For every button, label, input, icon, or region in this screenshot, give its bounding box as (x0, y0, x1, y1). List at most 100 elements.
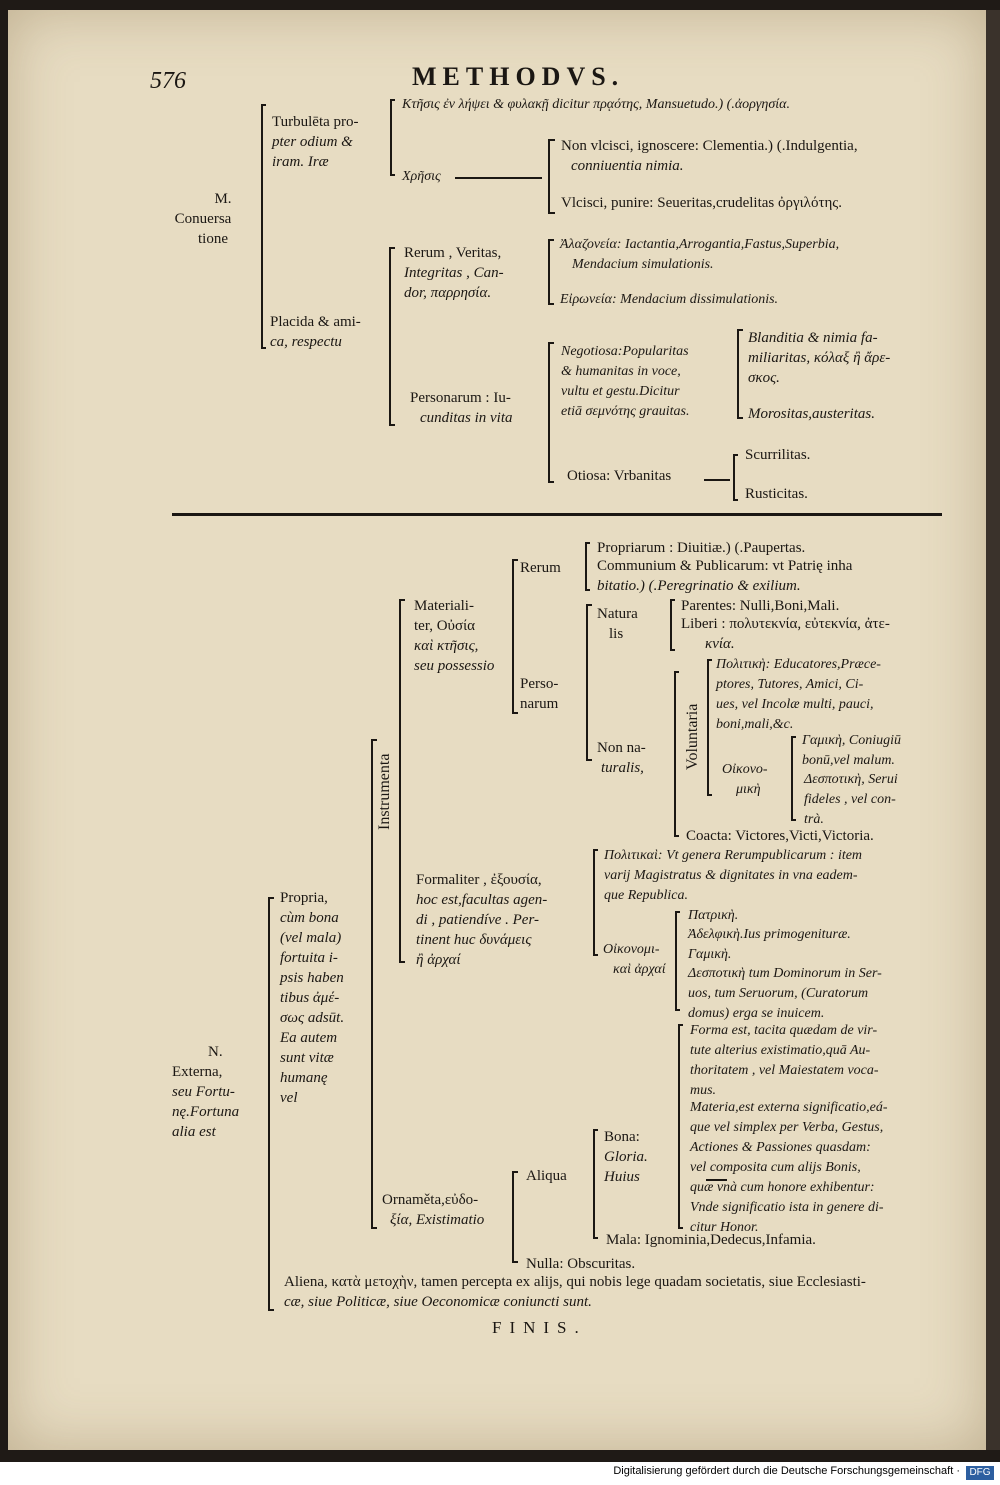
adelphike-node: Ἀδελφικὴ.Ius primogenituræ. (688, 927, 851, 942)
non-ulcisci-node: Non vlcisci, ignoscere: Clementia.) (.In… (561, 136, 858, 176)
text-line: Δεσποτικὴ, Serui (804, 772, 898, 787)
chresis-label: Χρῆσις (402, 169, 441, 184)
text-line: Propria, (280, 890, 328, 906)
text-line: Aliena, κατὰ μετοχὴν, tamen percepta ex … (284, 1274, 866, 1290)
text-line: ues, vel Incolæ multi, pauci, (716, 697, 874, 712)
text-line: vultu et gestu.Dicitur (561, 384, 680, 399)
non-naturalis-node: Non na- turalis, (597, 738, 646, 778)
text-line: Formaliter , ἐξουσία, (416, 872, 542, 888)
aliena-node: Aliena, κατὰ μετοχὴν, tamen percepta ex … (284, 1272, 866, 1312)
gamike2-node: Γαμικὴ. (688, 947, 732, 962)
forma-node: Forma est, tacita quædam de vir- tute al… (690, 1021, 879, 1101)
text-line: Externa, (172, 1064, 223, 1080)
bona-node: Bona: Gloria. Huius (604, 1127, 648, 1187)
text-line: Perso- (520, 676, 559, 692)
text-line: miliaritas, κόλαξ ἢ ἄρε- (748, 350, 891, 366)
materia-node: Materia,est externa significatio,eá- que… (690, 1098, 888, 1238)
text-line: Negotiosa:Popularitas (561, 344, 689, 359)
m-label-line: M. (214, 191, 232, 207)
text-line: ter, Οὐσία (414, 618, 475, 634)
rerum-node-b: Rerum (520, 560, 561, 576)
text-line: dor, παρρησία. (404, 285, 492, 301)
voluntaria-label: Voluntaria (684, 703, 701, 770)
eironeia-node: Εἰρωνεία: Mendacium dissimulationis. (560, 292, 779, 307)
text-line: Communium & Publicarum: vt Patrię inha (597, 558, 853, 574)
text-line: cùm bona (280, 910, 339, 926)
text-line: μικὴ (736, 782, 761, 797)
text-line: Οἰκονομι- (603, 942, 660, 957)
section-divider (172, 513, 942, 516)
text-line: trà. (804, 812, 824, 827)
gamike-node: Γαμικὴ, Coniugiū bonū,vel malum. (802, 731, 901, 771)
text-line: alia est (172, 1124, 216, 1140)
aliqua-node: Aliqua (526, 1168, 567, 1184)
personarum-node-b: Perso- narum (520, 674, 558, 714)
text-line: que vel simplex per Verba, Gestus, (690, 1120, 884, 1135)
text-line: humanę (280, 1070, 328, 1086)
text-line: Γαμικὴ, Coniugiū (802, 733, 902, 748)
text-line: (vel mala) (280, 930, 342, 946)
text-line: Integritas , Can- (404, 265, 504, 281)
text-line: Ea autem (280, 1030, 338, 1046)
text-line: Vnde significatio ista in genere di- (690, 1200, 884, 1215)
text-line: sunt vitæ (280, 1050, 334, 1066)
turbulenta-node: Turbulēta pro- pter odium & iram. Iræ (272, 112, 359, 172)
coacta-node: Coacta: Victores,Victi,Victoria. (686, 828, 874, 844)
text-line: Πολιτικαὶ: Vt genera Rerumpublicarum : i… (604, 848, 863, 863)
text-line: vel composita cum alijs Bonis, (690, 1160, 861, 1175)
text-line: tute alterius existimatio,quā Au- (690, 1043, 871, 1058)
personarum-node: Personarum : Iu- cunditas in vita (410, 388, 513, 428)
alazoneia-node: Ἀλαζονεία: Iactantia,Arrogantia,Fastus,S… (560, 235, 839, 275)
patrike-node: Πατρικὴ. (688, 908, 739, 923)
ornamenta-node: Ornaměta,εὐδο- ξία, Existimatio (382, 1190, 484, 1230)
text-line: σκος. (748, 370, 780, 386)
despotike-node: Δεσποτικὴ, Serui fideles , vel con- trà. (804, 770, 898, 830)
text-line: κνία. (705, 636, 735, 652)
text-line: Non vlcisci, ignoscere: Clementia.) (.In… (561, 138, 858, 154)
propriarum-node: Propriarum : Diuitiæ.) (.Paupertas. (597, 540, 806, 556)
text-line: σως adsūt. (280, 1010, 345, 1026)
scurrilitas-node: Scurrilitas. (745, 447, 811, 463)
text-line: seu possessio (414, 658, 495, 674)
communium-node: Communium & Publicarum: vt Patrię inha b… (597, 556, 852, 596)
text-line: bonū,vel malum. (802, 753, 895, 768)
parentes-node: Parentes: Nulli,Boni,Mali. (681, 598, 840, 614)
negotiosa-node: Negotiosa:Popularitas & humanitas in voc… (561, 342, 689, 422)
m-label-line: tione (198, 231, 228, 247)
text-line: Actiones & Passiones quasdam: (690, 1140, 871, 1155)
section-m-label: M. Conuersa tione (175, 189, 258, 249)
text-line: psis haben (280, 970, 344, 986)
m-label-line: Conuersa (174, 211, 232, 227)
text-line: seu Fortu- (172, 1084, 235, 1100)
text-line: Turbulēta pro- (272, 114, 359, 130)
oikonomike-node: Οἰκονο- μικὴ (722, 760, 768, 800)
text-line: ca, respectu (270, 334, 342, 350)
oikonomikai-node: Οἰκονομι- καὶ ἀρχαί (603, 940, 666, 980)
dfg-logo: DFG (966, 1466, 994, 1480)
book-page (8, 10, 986, 1450)
text-line: cæ, siue Politicæ, siue Oeconomicæ coniu… (284, 1294, 592, 1310)
text-line: Materiali- (414, 598, 474, 614)
page-number: 576 (150, 68, 186, 94)
materialiter-node: Materiali- ter, Οὐσία καὶ κτῆσις, seu po… (414, 596, 494, 676)
text-line: quæ vnà cum honore exhibentur: (690, 1180, 875, 1195)
text-line: ἢ ἀρχαί (416, 952, 461, 968)
politikai-node: Πολιτικαὶ: Vt genera Rerumpublicarum : i… (604, 846, 862, 906)
text-line: citur Honor. (690, 1220, 759, 1235)
text-line: Ornaměta,εὐδο- (382, 1192, 479, 1208)
funding-credit: Digitalisierung gefördert durch die Deut… (613, 1465, 960, 1477)
footer-bar: Digitalisierung gefördert durch die Deut… (0, 1462, 1000, 1485)
text-line: narum (520, 696, 559, 712)
text-line: & humanitas in voce, (561, 364, 681, 379)
text-line: hoc est,facultas agen- (416, 892, 548, 908)
text-line: Δεσποτικὴ tum Dominorum in Ser- (688, 966, 882, 981)
rerum-node: Rerum , Veritas, Integritas , Can- dor, … (404, 243, 504, 303)
text-line: lis (609, 626, 624, 642)
page-edge-shadow (986, 10, 1000, 1450)
nulla-node: Nulla: Obscuritas. (526, 1256, 636, 1272)
text-line: boni,mali,&c. (716, 717, 794, 732)
text-line: pter odium & (272, 134, 353, 150)
text-line: mus. (690, 1083, 717, 1098)
text-line: Gloria. (604, 1149, 648, 1165)
text-line: Blanditia & nimia fa- (748, 330, 878, 346)
